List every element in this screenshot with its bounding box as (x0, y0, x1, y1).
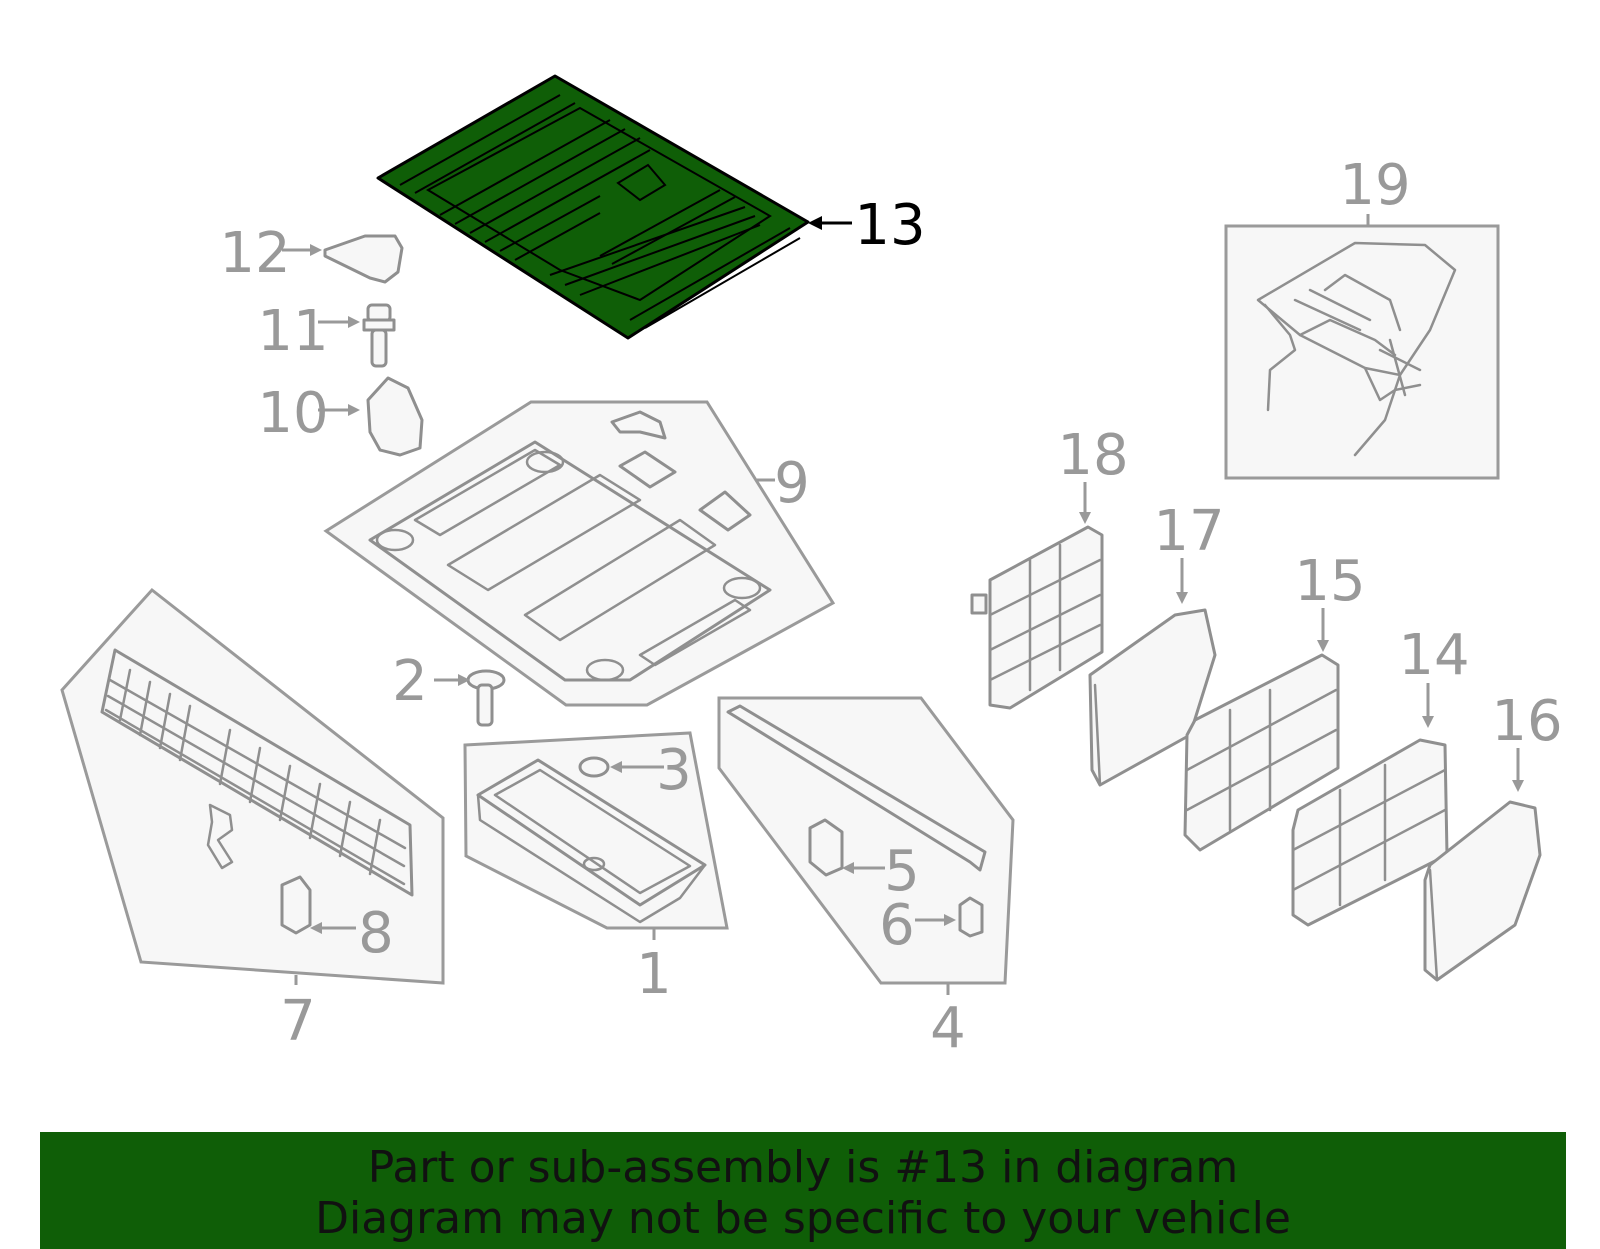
part-11-bolt[interactable] (362, 303, 396, 368)
part-1-tray (476, 758, 707, 924)
callout-19: 19 (1339, 153, 1410, 218)
callout-17: 17 (1153, 499, 1224, 564)
part-6-plug (958, 896, 984, 938)
leader-lines (282, 214, 1524, 995)
part-1-group[interactable] (463, 731, 729, 930)
part-2-bolt[interactable] (466, 669, 506, 727)
callout-18: 18 (1057, 423, 1128, 488)
callout-2: 2 (392, 649, 428, 714)
part-9-group[interactable] (323, 400, 836, 707)
callout-7: 7 (280, 989, 316, 1054)
part-10-bracket[interactable] (366, 376, 424, 457)
part-18-seat-back[interactable] (970, 525, 1104, 710)
banner-line-1: Part or sub-assembly is #13 in diagram (367, 1142, 1239, 1193)
part-7-group[interactable] (60, 587, 445, 985)
callout-14: 14 (1398, 623, 1469, 688)
part-13-cargo-mat[interactable] (376, 74, 810, 340)
callout-4: 4 (930, 996, 966, 1061)
part-15-seat-back[interactable] (1183, 653, 1340, 852)
part-4-group[interactable] (717, 696, 1015, 985)
callout-12: 12 (219, 221, 290, 286)
part-3-grommet (578, 756, 610, 778)
callout-10: 10 (257, 381, 328, 446)
part-16-seat-back[interactable] (1423, 800, 1542, 982)
part-4-sill-strip (726, 704, 987, 872)
part-9-floor-panel (368, 410, 772, 682)
callout-6: 6 (879, 893, 915, 958)
part-14-seat-back[interactable] (1291, 738, 1449, 927)
callout-13: 13 (854, 193, 925, 258)
info-banner: Part or sub-assembly is #13 in diagram D… (40, 1132, 1566, 1249)
part-7-grille (100, 648, 414, 897)
callout-1: 1 (636, 942, 672, 1007)
callout-9: 9 (774, 451, 810, 516)
part-17-seat-back[interactable] (1088, 608, 1217, 787)
callout-3: 3 (656, 738, 692, 803)
part-12-bracket[interactable] (323, 234, 404, 284)
callout-11: 11 (257, 299, 328, 364)
banner-line-2: Diagram may not be specific to your vehi… (315, 1193, 1291, 1244)
callout-8: 8 (358, 901, 394, 966)
part-19-group[interactable] (1224, 224, 1500, 480)
part-5-clip (808, 818, 844, 877)
callout-15: 15 (1294, 549, 1365, 614)
part-8-clip (280, 875, 312, 935)
callout-16: 16 (1491, 689, 1562, 754)
callout-labels: 1 2 3 4 5 6 7 8 9 10 11 12 13 14 15 16 1… (219, 153, 1562, 1061)
callout-5: 5 (884, 839, 920, 904)
